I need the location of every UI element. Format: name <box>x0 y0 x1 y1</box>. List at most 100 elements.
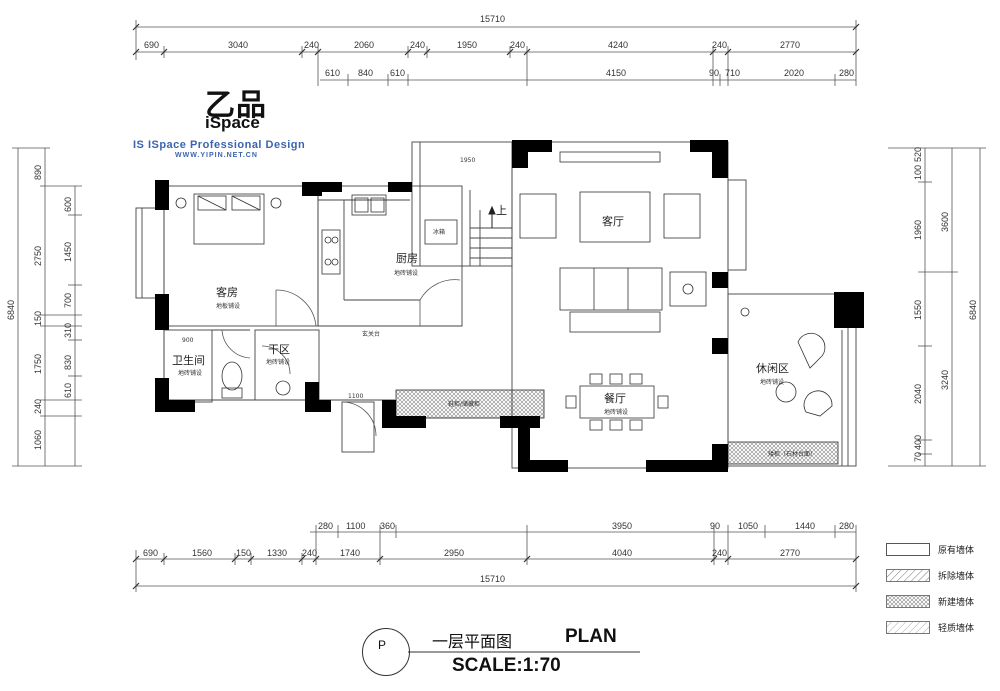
room-floor-dry: 地砖铺设 <box>266 358 290 366</box>
dim-label: 1330 <box>267 548 287 558</box>
logo-tagline: IS ISpace Professional Design <box>133 139 306 151</box>
dim-label: 240 <box>410 40 425 50</box>
dim-label: 610 <box>63 383 73 398</box>
dim-label: 690 <box>144 40 159 50</box>
dim-label: 2770 <box>780 40 800 50</box>
stair-width-dim: 1950 <box>460 157 475 164</box>
dim-label: 4240 <box>608 40 628 50</box>
legend-swatch-existing <box>886 543 930 556</box>
armchair <box>519 193 557 239</box>
plan-marker-letter: P <box>378 638 387 652</box>
dim-label: 610 <box>325 68 340 78</box>
bottom-dimension-ticks <box>132 555 860 590</box>
dim-label: 2750 <box>33 246 43 266</box>
dim-label: 310 <box>63 323 73 338</box>
room-label-leisure: 休闲区 <box>756 361 789 375</box>
dim-label: 400 <box>913 435 923 450</box>
bath-door-dim: 900 <box>182 337 194 344</box>
top-row1-dims: 690 3040 240 2060 240 1950 240 4240 240 … <box>144 40 800 50</box>
dim-label: 90 <box>710 521 720 531</box>
dim-label: 4040 <box>612 548 632 558</box>
room-label-dining: 餐厅 <box>604 391 626 405</box>
plan-linework <box>135 141 857 469</box>
right-dimensions <box>888 147 986 467</box>
bed <box>193 193 265 245</box>
room-label-guest: 客房 <box>216 285 238 299</box>
dim-label: 3600 <box>940 212 950 232</box>
plan-marker-circle <box>362 628 410 676</box>
legend-swatch-light <box>887 622 929 633</box>
left-dimensions <box>12 147 82 467</box>
dim-label: 1740 <box>340 548 360 558</box>
legend-label-existing: 原有墙体 <box>938 546 975 556</box>
door-swings <box>221 279 461 437</box>
dim-label: 840 <box>358 68 373 78</box>
dim-label: 1450 <box>63 242 73 262</box>
dim-label: 150 <box>33 311 43 326</box>
top-total-dim: 15710 <box>480 14 505 24</box>
legend-swatch-new <box>887 596 929 607</box>
furniture <box>175 151 833 431</box>
dim-label: 890 <box>33 165 43 180</box>
logo-brand: iSpace <box>205 113 260 132</box>
dim-label: 150 <box>236 548 251 558</box>
dim-label: 710 <box>725 68 740 78</box>
stair-up-label: 上 <box>496 204 507 217</box>
dim-label: 2950 <box>444 548 464 558</box>
room-label-bathroom: 卫生间 <box>172 353 205 367</box>
dim-label: 240 <box>304 40 319 50</box>
dim-label: 3040 <box>228 40 248 50</box>
legend-frame-new <box>886 595 930 608</box>
left-row1-dims: 890 2750 150 1750 240 1060 <box>33 165 43 450</box>
plan-title-cn: 一层平面图 <box>432 632 513 651</box>
dim-label: 240 <box>712 548 727 558</box>
dim-label: 4150 <box>606 68 626 78</box>
left-total-dim: 6840 <box>6 300 16 320</box>
dim-label: 2060 <box>354 40 374 50</box>
dim-label: 2020 <box>784 68 804 78</box>
right-row1-dims: 100 520 1960 1550 2040 400 70 <box>913 147 923 462</box>
fridge-label: 冰箱 <box>433 228 445 236</box>
dim-label: 830 <box>63 355 73 370</box>
legend-frame-demolished <box>886 569 930 582</box>
dim-label: 2770 <box>780 548 800 558</box>
dining-table <box>579 385 655 419</box>
bottom-total-dim: 15710 <box>480 574 505 584</box>
dim-label: 240 <box>510 40 525 50</box>
dim-label: 280 <box>318 521 333 531</box>
dim-label: 1100 <box>346 521 365 531</box>
right-total-dim: 6840 <box>968 300 978 320</box>
top-dimension-ticks <box>132 23 860 56</box>
armchair <box>663 193 701 239</box>
legend-frame-light <box>886 621 930 634</box>
dim-label: 280 <box>839 521 854 531</box>
dim-label: 1550 <box>913 300 923 320</box>
leisure-cabinet-label: 矮柜（石材台面） <box>768 450 816 458</box>
walls-existing <box>155 140 864 472</box>
dim-label: 90 <box>709 68 719 78</box>
legend-label-new: 新建墙体 <box>938 598 975 608</box>
dim-label: 360 <box>380 521 395 531</box>
dim-label: 280 <box>839 68 854 78</box>
entry-table-label: 玄关台 <box>362 330 380 338</box>
room-floor-kitchen: 地砖铺设 <box>394 269 418 277</box>
dim-label: 240 <box>302 548 317 558</box>
bottom-row2-dims: 690 1560 150 1330 240 1740 2950 4040 240… <box>143 548 800 558</box>
dim-label: 1060 <box>33 430 43 450</box>
dim-label: 70 <box>913 452 923 462</box>
left-row2-dims: 600 1450 700 310 830 610 <box>63 197 73 398</box>
dim-label: 2040 <box>913 384 923 404</box>
plan-title-en: PLAN <box>565 626 617 647</box>
logo-mark: 乙品 <box>205 88 267 123</box>
bottom-row1-dims: 280 1100 360 3950 90 1050 1440 280 <box>318 521 854 531</box>
dim-label: 100 <box>913 165 923 180</box>
right-row2-dims: 3600 3240 <box>940 212 950 390</box>
dim-label: 610 <box>390 68 405 78</box>
dim-label: 1960 <box>913 220 923 240</box>
dim-label: 3240 <box>940 370 950 390</box>
dim-label: 600 <box>63 197 73 212</box>
room-floor-dining: 地砖铺设 <box>604 408 628 416</box>
room-floor-bathroom: 地砖铺设 <box>178 369 202 377</box>
dim-label: 520 <box>913 147 923 162</box>
